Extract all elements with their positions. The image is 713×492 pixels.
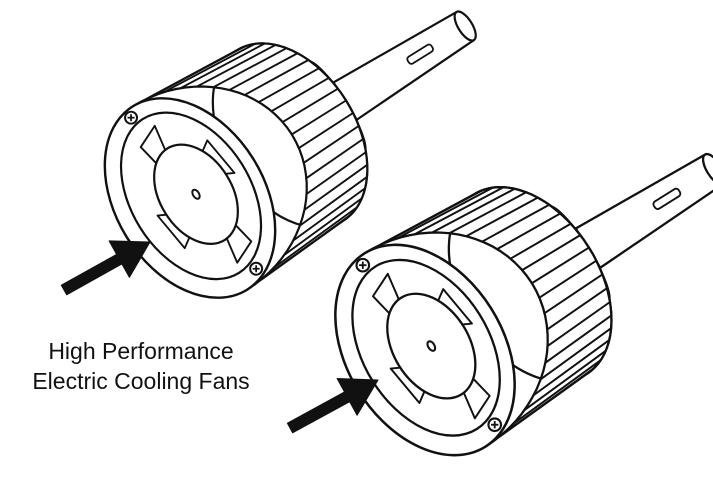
cooling-fan <box>139 124 253 264</box>
arrow-icon <box>60 240 151 296</box>
led-bulb-top <box>103 10 477 299</box>
screw-icon <box>487 417 503 433</box>
fan-caption: High Performance Electric Cooling Fans <box>0 336 282 396</box>
screw-icon <box>355 257 371 273</box>
fan-hub-center <box>191 188 201 200</box>
fan-housing <box>334 243 516 457</box>
screw-icon <box>124 110 139 125</box>
caption-line-2: Electric Cooling Fans <box>32 368 250 394</box>
caption-line-1: High Performance <box>48 338 234 364</box>
fan-housing <box>103 97 277 299</box>
led-bulb-bottom <box>334 152 713 457</box>
connector-stem <box>574 152 713 269</box>
fan-hub-center <box>426 340 437 352</box>
cooling-fan <box>371 272 491 420</box>
arrow-icon <box>286 378 379 434</box>
screw-icon <box>249 261 264 276</box>
connector-stem <box>332 10 477 121</box>
